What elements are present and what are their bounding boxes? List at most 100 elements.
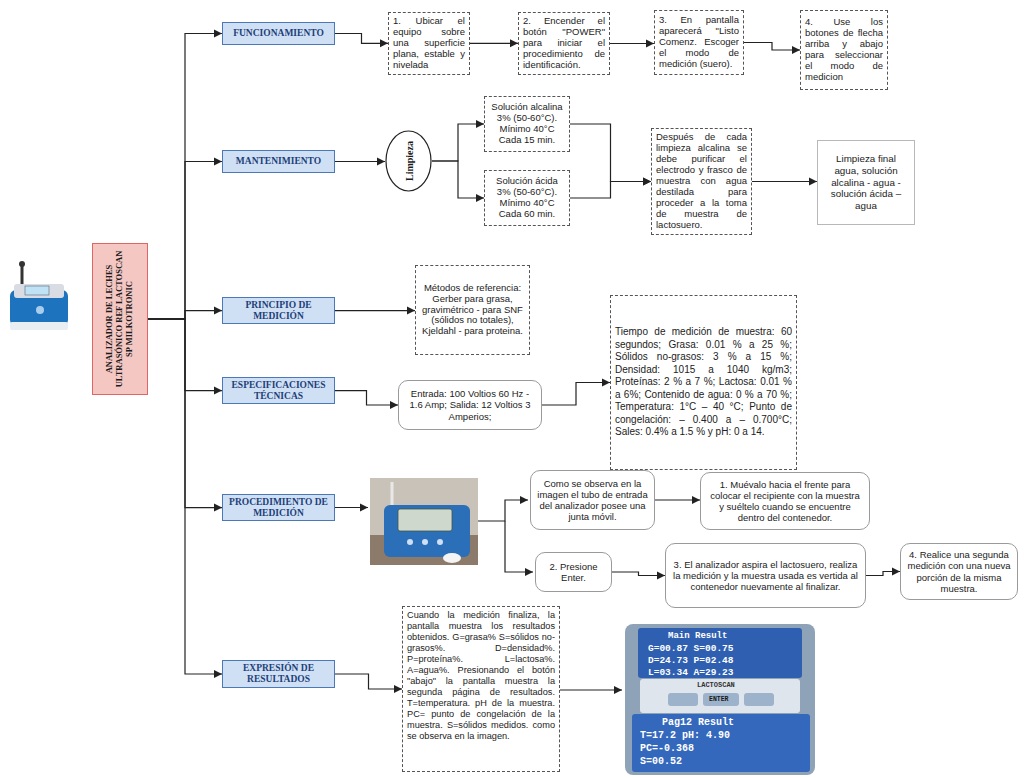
- node-text: Cuando la medición finaliza, la pantalla…: [407, 610, 555, 742]
- screen-reading: D=24.73 P=02.48: [648, 655, 734, 666]
- step-box: 4. Use los botones de flecha arriba y ab…: [800, 10, 888, 90]
- drawing-part: [625, 624, 815, 775]
- drawing-part: [505, 521, 533, 572]
- connector-arrow: [148, 162, 222, 320]
- drawing-part: [437, 539, 443, 545]
- node-text: ANALIZADOR DE LECHES ULTRASÓNICO REF LAC…: [105, 246, 134, 392]
- step-box: Solución ácida 3% (50-60°C). Mínimo 40°C…: [484, 170, 570, 226]
- screen-reading: T=17.2 pH: 4.90: [640, 730, 730, 741]
- connector-arrow: [752, 181, 817, 182]
- connector-arrow: [655, 499, 700, 500]
- node-text: 1. Muévalo hacia el frente para colocar …: [707, 479, 863, 524]
- procedure-box: 3. El analizador aspira el lactosuero, r…: [665, 543, 866, 608]
- procedure-photo: [370, 478, 478, 565]
- procedure-box: 4. Realice una segunda medición con una …: [900, 543, 1018, 600]
- procedure-box: 1. Muévalo hacia el frente para colocar …: [700, 472, 870, 530]
- node-text: FUNCIONAMIENTO: [227, 28, 330, 39]
- drawing-part: [638, 628, 802, 678]
- connector-arrow: [148, 311, 222, 319]
- node-text: Solución ácida 3% (50-60°C). Mínimo 40°C…: [489, 176, 565, 220]
- drawing-part: [407, 539, 413, 545]
- connector-arrow: [432, 124, 484, 161]
- node-text: 2. Presione Enter.: [542, 561, 605, 583]
- drawing-part: [478, 500, 528, 521]
- drawing-part: [632, 714, 810, 772]
- screen-reading: S=00.52: [640, 756, 682, 767]
- node-text: Entrada: 100 Voltios 60 Hz - 1.6 Amp; Sa…: [405, 388, 535, 422]
- drawing-part: [36, 306, 44, 314]
- category-box: FUNCIONAMIENTO: [222, 22, 335, 45]
- drawing-part: [443, 553, 461, 563]
- drawing-part: [335, 507, 368, 508]
- node-text: 4. Use los botones de flecha arriba y ab…: [805, 17, 883, 83]
- screen-reading: Pag12 Result: [662, 717, 734, 728]
- node-text: Limpieza: [403, 132, 414, 190]
- connector-arrow: [610, 43, 654, 44]
- node-text: 3. El analizador aspira el lactosuero, r…: [672, 559, 859, 593]
- node-text: 3. En pantalla aparecerá "Listo Comenz. …: [659, 15, 739, 70]
- analyzer-icon: [10, 261, 68, 330]
- step-box: 3. En pantalla aparecerá "Listo Comenz. …: [654, 10, 744, 75]
- node-text: MANTENIMIENTO: [227, 156, 330, 167]
- node-text: Limpieza final agua, solución alcalina -…: [823, 153, 909, 212]
- step-box: Tiempo de medición de muestra: 60 segund…: [610, 295, 797, 470]
- connector-arrow: [148, 319, 222, 674]
- node-text: Después de cada limpieza alcalina se deb…: [656, 132, 747, 230]
- connector-arrow: [570, 124, 651, 182]
- drawing-part: [640, 679, 800, 713]
- category-box: MANTENIMIENTO: [222, 150, 335, 173]
- connector-arrow: [335, 310, 415, 311]
- drawing-part: [14, 284, 64, 298]
- node-text: 1. Ubicar el equipo sobre una superficie…: [393, 16, 465, 71]
- result-box: Limpieza final agua, solución alcalina -…: [817, 140, 915, 225]
- node-text: PRINCIPIO DE MEDICIÓN: [227, 300, 330, 321]
- ellipse-shape: [386, 131, 431, 191]
- node-text: Solución alcalina 3% (50-60°C). Mínimo 4…: [489, 102, 565, 146]
- screen-reading: Main Result: [668, 631, 727, 641]
- node-text: 2. Encender el botón "POWER" para inicia…: [523, 16, 605, 71]
- step-box: Después de cada limpieza alcalina se deb…: [651, 128, 752, 235]
- step-box: Métodos de referencia: Gerber para grasa…: [415, 265, 530, 355]
- category-box: PRINCIPIO DE MEDICIÓN: [222, 297, 335, 324]
- screen-reading: LACTOSCAN: [697, 681, 735, 689]
- connector-arrow: [148, 34, 222, 320]
- drawing-part: [744, 693, 774, 706]
- screen-reading: G=00.87 S=00.75: [648, 643, 734, 654]
- node-text: PROCEDIMIENTO DE MEDICIÓN: [227, 497, 330, 518]
- connector-arrow: [335, 391, 398, 405]
- drawing-part: [10, 322, 68, 330]
- drawing-part: [19, 261, 25, 267]
- procedure-box: Como se observa en la imagen el tubo de …: [530, 470, 655, 530]
- screen-reading: L=03.34 A=29.23: [648, 667, 734, 678]
- drawing-part: [422, 539, 428, 545]
- drawing-part: [398, 509, 452, 531]
- drawing-part: [370, 478, 478, 565]
- screen-reading: ENTER: [709, 696, 729, 703]
- connector-arrow: [542, 383, 610, 406]
- connector-arrow: [335, 34, 388, 44]
- procedure-box: 2. Presione Enter.: [535, 552, 612, 592]
- connector-arrow: [612, 572, 665, 576]
- main-title-box: ANALIZADOR DE LECHES ULTRASÓNICO REF LAC…: [92, 243, 148, 395]
- connector-arrow: [744, 43, 800, 51]
- procedure-box: Entrada: 100 Voltios 60 Hz - 1.6 Amp; Sa…: [398, 380, 542, 430]
- connector-arrow: [470, 43, 518, 44]
- drawing-part: [703, 693, 739, 706]
- connector-arrow: [335, 674, 402, 689]
- step-box: 2. Encender el botón "POWER" para inicia…: [518, 12, 610, 75]
- screen-reading: PC=-0.368: [640, 743, 694, 754]
- drawing-part: [668, 693, 698, 706]
- drawing-part: [560, 689, 622, 690]
- node-text: EXPRESIÓN DE RESULTADOS: [227, 663, 330, 684]
- node-text: Tiempo de medición de muestra: 60 segund…: [615, 326, 792, 439]
- connector-arrow: [432, 161, 484, 198]
- node-text: ESPECIFICACIONES TÉCNICAS: [227, 380, 330, 401]
- category-box: EXPRESIÓN DE RESULTADOS: [222, 660, 335, 688]
- connector-arrow: [866, 572, 900, 576]
- node-text: Como se observa en la imagen el tubo de …: [537, 478, 648, 523]
- node-text: 4. Realice una segunda medición con una …: [907, 549, 1011, 594]
- drawing-part: [25, 286, 49, 295]
- step-box: 1. Ubicar el equipo sobre una superficie…: [388, 12, 470, 75]
